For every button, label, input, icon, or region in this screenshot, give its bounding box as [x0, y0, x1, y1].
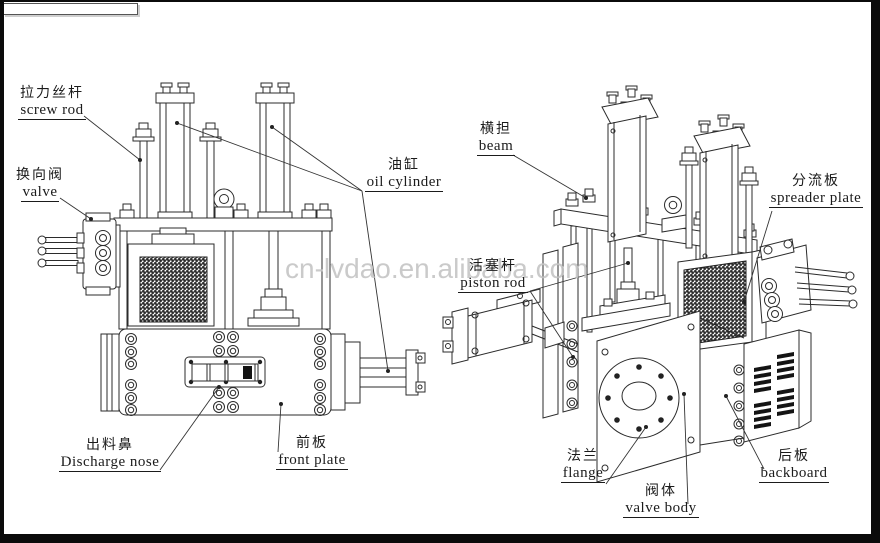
label-piston-rod: 活塞杆 piston rod: [452, 259, 534, 294]
label-valve-body: 阀体 valve body: [616, 484, 706, 519]
oil-cylinder-2: [255, 82, 295, 219]
label-front-plate: 前板 front plate: [270, 436, 354, 471]
label-screw-rod-en: screw rod: [18, 102, 86, 121]
label-front-plate-en: front plate: [276, 452, 348, 471]
screw-rod-right-1: [679, 146, 699, 249]
label-valve-zh: 换向阀: [16, 168, 64, 183]
label-flange-en: flange: [560, 465, 606, 484]
left-view-machine: [37, 82, 426, 416]
label-backboard-en: backboard: [758, 465, 830, 484]
label-piston-rod-en: piston rod: [458, 275, 528, 294]
top-edge-bar: [0, 0, 880, 2]
left-edge-bar: [0, 0, 4, 543]
right-view-machine: [442, 85, 858, 483]
label-oil-cylinder-zh: 油缸: [388, 158, 420, 173]
leader-lines: [59, 115, 773, 505]
piston-rod-part: [581, 247, 671, 332]
screw-rod-1: [132, 122, 155, 219]
label-flange: 法兰 flange: [556, 449, 610, 484]
oil-cylinder-right-1: [601, 85, 659, 243]
label-piston-rod-zh: 活塞杆: [469, 259, 517, 274]
valve-body-part: [596, 310, 745, 483]
oil-cylinder-right-2: [693, 114, 751, 270]
label-discharge-nose: 出料鼻 Discharge nose: [56, 438, 164, 473]
backboard-part: [733, 329, 812, 447]
label-discharge-nose-en: Discharge nose: [58, 454, 162, 473]
label-beam-zh: 横担: [480, 122, 512, 137]
label-oil-cylinder: 油缸 oil cylinder: [358, 158, 450, 193]
heater-block: [127, 227, 215, 327]
directional-valve: [37, 212, 121, 296]
label-spreader-plate-zh: 分流板: [792, 174, 840, 189]
label-screw-rod: 拉力丝杆 screw rod: [16, 86, 88, 121]
oil-cylinder-1: [155, 82, 195, 219]
valve-right: [756, 238, 858, 324]
label-valve-body-en: valve body: [623, 500, 699, 519]
label-spreader-plate-en: spreader plate: [768, 190, 864, 209]
label-valve-body-zh: 阀体: [645, 484, 677, 499]
label-spreader-plate: 分流板 spreader plate: [766, 174, 866, 209]
label-beam-en: beam: [476, 138, 516, 157]
label-valve-en: valve: [20, 184, 60, 203]
label-oil-cylinder-en: oil cylinder: [364, 174, 444, 193]
discharge-nose-part: [184, 356, 266, 388]
label-screw-rod-zh: 拉力丝杆: [20, 86, 84, 101]
label-backboard-zh: 后板: [778, 449, 810, 464]
side-cylinder: [330, 333, 426, 411]
right-edge-bar: [871, 0, 880, 543]
lifting-eye: [213, 188, 235, 219]
drawing-frame-corner: [3, 3, 138, 15]
label-front-plate-zh: 前板: [296, 436, 328, 451]
watermark: cn-lvdao.en.alibaba.com: [285, 253, 589, 284]
bottom-edge-bar: [0, 534, 880, 543]
centre-piston: [247, 230, 300, 327]
horizontal-cylinder: [442, 288, 579, 365]
label-valve: 换向阀 valve: [12, 168, 68, 203]
label-backboard: 后板 backboard: [752, 449, 836, 484]
flange-part: [598, 357, 680, 439]
label-beam: 横担 beam: [472, 122, 520, 157]
label-discharge-nose-zh: 出料鼻: [86, 438, 134, 453]
label-flange-zh: 法兰: [567, 449, 599, 464]
